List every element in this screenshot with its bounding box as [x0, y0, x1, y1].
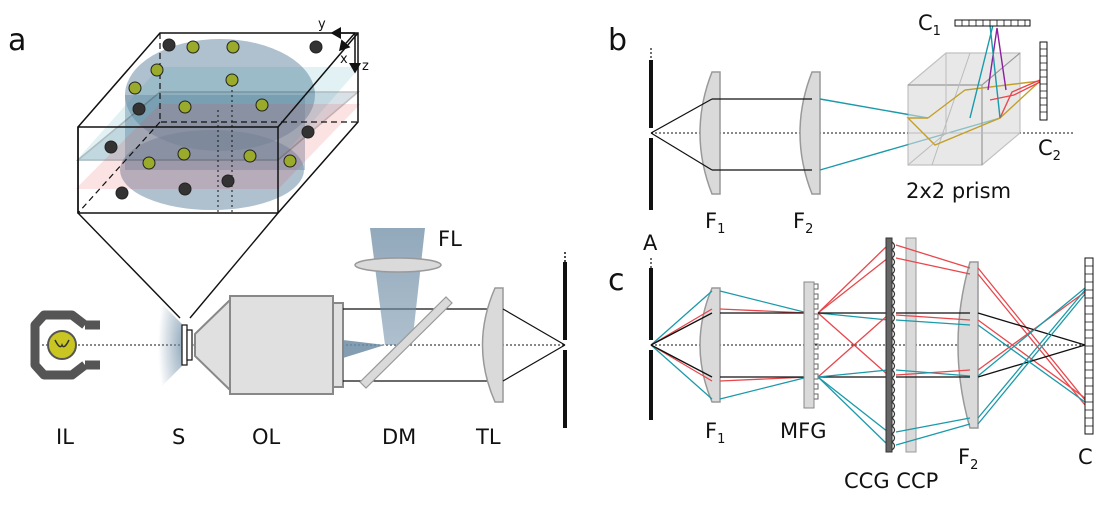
prism-2x2 — [907, 52, 1021, 166]
tube-lens — [481, 287, 504, 403]
c-label-a: A — [643, 231, 658, 255]
sample-volume-blob — [125, 39, 315, 151]
objective-lens — [194, 295, 344, 395]
panel-a: a — [8, 17, 567, 449]
c-label-mfg: MFG — [780, 419, 826, 443]
label-il: IL — [56, 425, 74, 449]
coordinate-axes: y x z — [318, 17, 369, 74]
panel-b-label: b — [608, 23, 627, 58]
sample-volume-box — [75, 32, 361, 214]
b-label-c2: C2 — [1038, 136, 1061, 164]
chromatic-correction-grating — [885, 237, 896, 453]
c-label-c: C — [1078, 445, 1093, 469]
fluorescent-beads — [104, 38, 323, 200]
c-label-f2: F2 — [958, 445, 978, 473]
panel-c-label: c — [608, 263, 625, 298]
label-s: S — [172, 425, 185, 449]
b-lens-f1 — [699, 71, 721, 195]
fl-lens — [354, 257, 442, 273]
camera-c1 — [954, 19, 1031, 27]
b-label-f2: F2 — [793, 209, 813, 237]
b-lens-f2 — [799, 71, 821, 195]
axis-z-label: z — [362, 59, 369, 74]
label-ol: OL — [252, 425, 281, 449]
panel-a-label: a — [8, 23, 26, 58]
axis-x-label: x — [340, 52, 348, 67]
label-tl: TL — [475, 425, 501, 449]
chromatic-correction-prism — [905, 237, 917, 453]
b-label-c1: C1 — [918, 11, 941, 39]
dichroic-mirror — [359, 296, 453, 389]
sample-volume-blob-lower — [120, 130, 304, 210]
camera-c — [1084, 257, 1094, 435]
c-lens-f1 — [699, 287, 721, 403]
camera-c2 — [1039, 41, 1048, 121]
c-label-f1: F1 — [705, 419, 725, 447]
axis-y-label: y — [318, 17, 326, 32]
illumination-source — [30, 310, 100, 380]
label-dm: DM — [382, 425, 416, 449]
sample-slide — [181, 324, 188, 366]
b-label-f1: F1 — [705, 209, 725, 237]
panel-b: b — [608, 11, 1075, 237]
label-fl: FL — [438, 227, 462, 251]
c-lens-f2 — [957, 261, 979, 429]
panel-c: c A — [608, 231, 1094, 493]
multifocus-grating — [803, 281, 819, 409]
b-label-prism: 2x2 prism — [906, 179, 1011, 203]
illumination-cone — [158, 300, 186, 390]
c-label-ccg-ccp: CCG CCP — [844, 469, 938, 493]
